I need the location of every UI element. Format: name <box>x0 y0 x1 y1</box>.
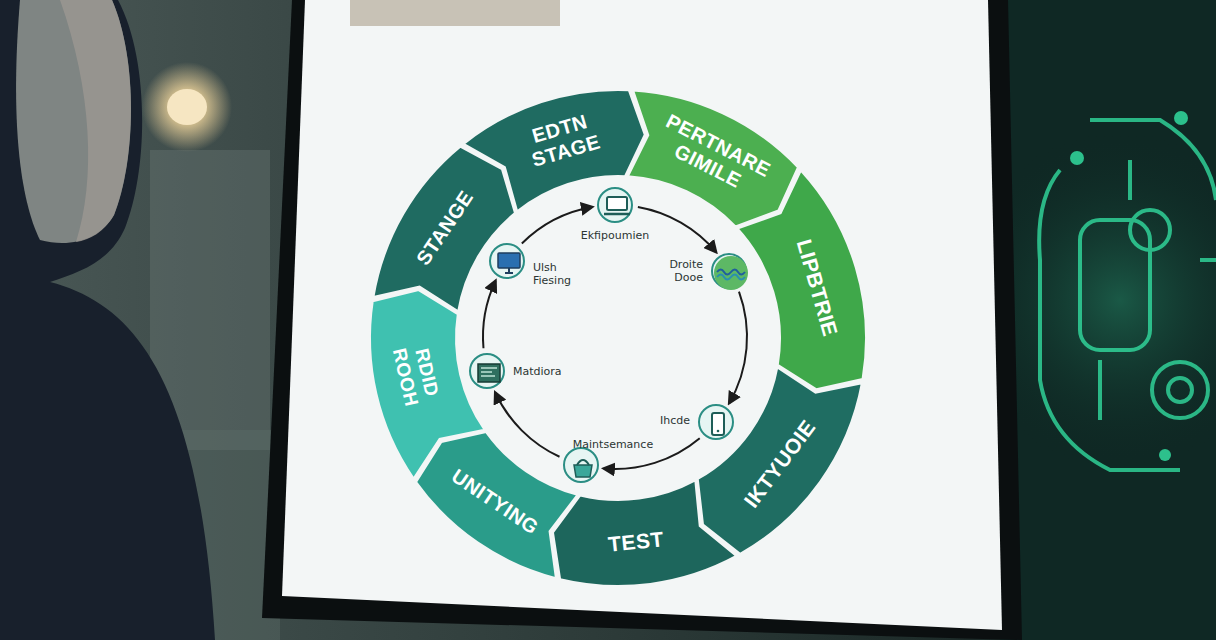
stage-label: TEST <box>575 524 697 561</box>
cycle-connector <box>729 292 747 404</box>
arrow-band-outline <box>628 90 798 226</box>
step-icon-circle: Ekfipoumien <box>597 187 633 223</box>
arrow-band-shape <box>360 80 876 596</box>
arrow-band-outline <box>370 290 484 478</box>
arrow-band-outline <box>416 432 577 578</box>
step-label: Ihcde <box>660 414 690 427</box>
icon-glyph <box>469 353 509 393</box>
stage-label-group: TEST <box>575 524 697 561</box>
arrow-band-shape <box>360 80 876 596</box>
arrow-band-outline <box>553 480 736 586</box>
arrow-band-outline <box>373 147 515 312</box>
icon-glyph <box>597 187 637 227</box>
arrow-band-shape <box>360 80 876 596</box>
stage-label: RDID ROOH <box>384 322 449 429</box>
step-label: Ulsh Fiesing <box>533 261 587 287</box>
stage-label: UNITYING <box>430 453 559 550</box>
arrow-band-shape <box>360 80 876 596</box>
icon-glyph <box>563 447 603 487</box>
cycle-stage-arrow: LIPBTRIE <box>360 80 876 596</box>
icon-glyph <box>489 243 529 283</box>
icon-glyph <box>698 404 738 444</box>
step-icon-circle: Droite Dooe <box>711 253 747 289</box>
stage-label: EDTN STAGE <box>499 102 627 179</box>
cycle-stage-arrow: STANGE <box>360 80 876 596</box>
stage-label: STANGE <box>402 172 488 284</box>
stage-label: IKTYUOIE <box>725 397 835 531</box>
arrow-band-shape <box>360 80 876 596</box>
stage-label-group: PERTNARE GIMILE <box>640 104 786 209</box>
cycle-stage-arrow: IKTYUOIE <box>360 80 876 596</box>
arrow-band-shape <box>360 80 876 596</box>
icon-glyph <box>711 253 751 293</box>
arrow-band-outline <box>737 170 866 389</box>
cycle-connector <box>483 281 496 348</box>
cycle-connector <box>638 207 716 252</box>
stage-label-group: UNITYING <box>430 453 559 550</box>
step-label: Droite Dooe <box>657 258 703 284</box>
cycle-stage-arrow: UNITYING <box>360 80 876 596</box>
stage-label-group: STANGE <box>402 172 488 284</box>
step-icon-circle: Maintsemance <box>563 447 599 483</box>
stage-label-group: IKTYUOIE <box>725 397 835 531</box>
cycle-stage-arrow: PERTNARE GIMILE <box>360 80 876 596</box>
cycle-stage-arrow: EDTN STAGE <box>360 80 876 596</box>
step-label: Maintsemance <box>573 438 653 451</box>
stage-label: PERTNARE GIMILE <box>640 104 786 209</box>
stage-label-group: EDTN STAGE <box>499 102 627 179</box>
cycle-stage-arrow: RDID ROOH <box>360 80 876 596</box>
step-label: Ekfipoumien <box>581 229 649 242</box>
step-icon-circle: Ihcde <box>698 404 734 440</box>
stage-label: LIPBTRIE <box>785 213 850 364</box>
stage-label-group: LIPBTRIE <box>785 213 850 364</box>
step-icon-circle: Ulsh Fiesing <box>489 243 525 279</box>
step-label: Matdiora <box>513 365 562 378</box>
arrow-band-outline <box>698 368 862 554</box>
arrow-band-shape <box>360 80 876 596</box>
cycle-connector <box>495 392 559 456</box>
step-icon-circle: Matdiora <box>469 353 505 389</box>
arrow-band-shape <box>360 80 876 596</box>
stage-label-group: RDID ROOH <box>384 322 449 429</box>
cycle-stage-arrow: TEST <box>360 80 876 596</box>
